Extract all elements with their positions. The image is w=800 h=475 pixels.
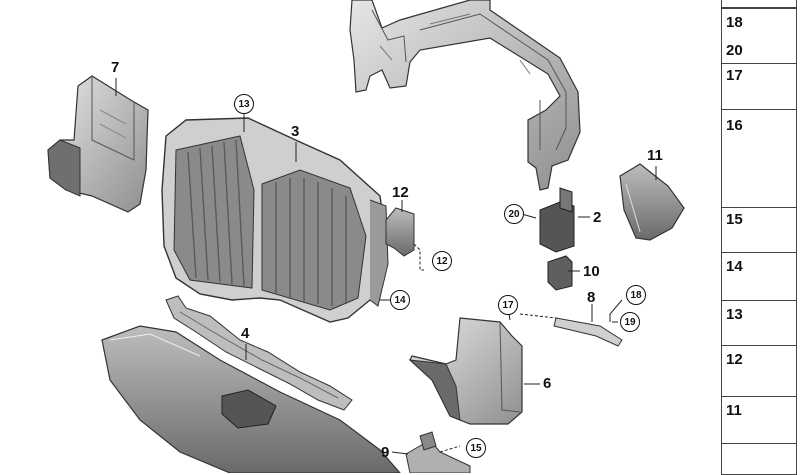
air-duct-left <box>47 75 149 213</box>
callout-2: 2 <box>593 209 602 226</box>
sidebar-label-20: 20 <box>726 42 743 59</box>
callout-11: 11 <box>647 147 663 164</box>
sidebar-cell-18-20: 18 20 <box>721 8 797 64</box>
side-trim-11 <box>619 163 685 241</box>
sidebar-cell-bottom <box>721 443 797 475</box>
callout-8: 8 <box>587 289 596 306</box>
bracket-10 <box>547 255 573 291</box>
callout-circle-14: 14 <box>390 290 410 310</box>
callout-circle-18: 18 <box>626 285 646 305</box>
sidebar-cell-top <box>721 0 797 8</box>
bracket-9 <box>405 431 471 473</box>
sidebar-cell-13: 13 <box>721 300 797 346</box>
callout-6: 6 <box>543 375 552 392</box>
callout-circle-15: 15 <box>466 438 486 458</box>
bracket-12 <box>385 207 415 257</box>
callout-circle-19: 19 <box>620 312 640 332</box>
callout-7: 7 <box>111 59 120 76</box>
air-duct-right <box>408 317 523 425</box>
sidebar-label-14: 14 <box>726 258 743 275</box>
bracket-strip-8 <box>553 317 623 347</box>
callout-circle-13: 13 <box>234 94 254 114</box>
sidebar-label-16: 16 <box>726 117 743 134</box>
parts-index-sidebar: 18 20 17 16 15 14 13 12 11 <box>721 0 800 475</box>
callout-12: 12 <box>392 184 409 201</box>
callout-3: 3 <box>291 123 300 140</box>
callout-4: 4 <box>241 325 250 342</box>
callout-10: 10 <box>583 263 600 280</box>
bracket-2 <box>539 187 575 253</box>
callout-circle-17: 17 <box>498 295 518 315</box>
sidebar-label-15: 15 <box>726 211 743 228</box>
sidebar-label-12: 12 <box>726 351 743 368</box>
callout-circle-20: 20 <box>504 204 524 224</box>
sidebar-label-18: 18 <box>726 14 743 31</box>
callout-circle-12: 12 <box>432 251 452 271</box>
callout-9: 9 <box>381 444 390 461</box>
front-end-carrier <box>349 0 581 191</box>
sidebar-label-17: 17 <box>726 67 743 84</box>
sidebar-label-11: 11 <box>726 402 742 419</box>
kidney-grille-frame <box>161 117 389 323</box>
sidebar-cell-15: 15 <box>721 207 797 253</box>
sidebar-cell-16: 16 <box>721 109 797 208</box>
sidebar-cell-17: 17 <box>721 63 797 110</box>
sidebar-label-13: 13 <box>726 306 743 323</box>
sidebar-cell-11: 11 <box>721 396 797 444</box>
seal-strip-4 <box>165 295 353 411</box>
leader-lines <box>115 78 657 455</box>
sidebar-cell-12: 12 <box>721 345 797 397</box>
lower-air-guide <box>101 325 401 473</box>
sidebar-cell-14: 14 <box>721 252 797 301</box>
